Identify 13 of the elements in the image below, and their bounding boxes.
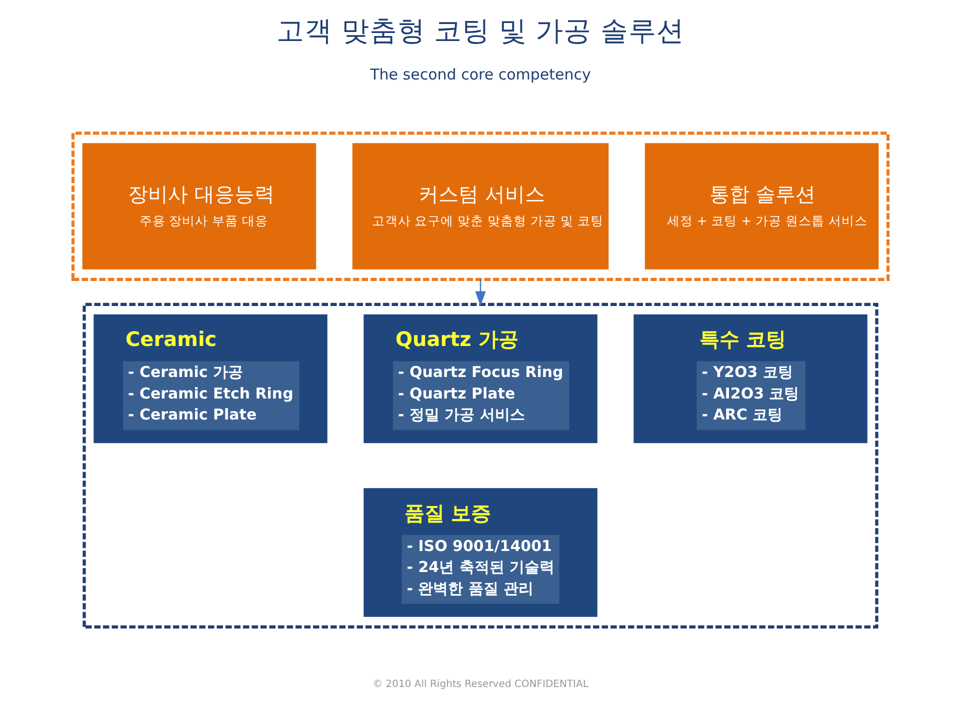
arrow bbox=[474, 279, 486, 306]
node-box: Ceramic - Ceramic 가공 - Ceramic Etch Ring - Ceramic Plate bbox=[93, 314, 327, 444]
diagram-title: 고객 맞춤형 코팅 및 가공 솔루션 bbox=[276, 15, 684, 48]
cluster bbox=[70, 132, 890, 281]
node-box: 커스텀 서비스 고객사 요구에 맞춘 맞춤형 가공 및 코팅 bbox=[352, 143, 608, 270]
node-box: Quartz 가공 - Quartz Focus Ring - Quartz Plate - 정밀 가공 서비스 bbox=[363, 314, 597, 444]
node-box: 장비사 대응능력 주용 장비사 부품 대응 bbox=[82, 143, 316, 270]
cluster bbox=[82, 302, 878, 628]
label: The second core competency bbox=[370, 66, 590, 84]
node-box: 특수 코팅 - Y2O3 코팅 - AI2O3 코팅 - ARC 코팅 bbox=[633, 314, 867, 444]
label: © 2010 All Rights Reserved CONFIDENTIAL bbox=[372, 678, 588, 690]
node-box: 통합 솔루션 세정 + 코팅 + 가공 원스톱 서비스 bbox=[644, 143, 878, 270]
node-box: 품질 보증 - ISO 9001/14001 - 24년 축적된 기술력 - 완벽한 품질 관리 bbox=[363, 488, 597, 617]
